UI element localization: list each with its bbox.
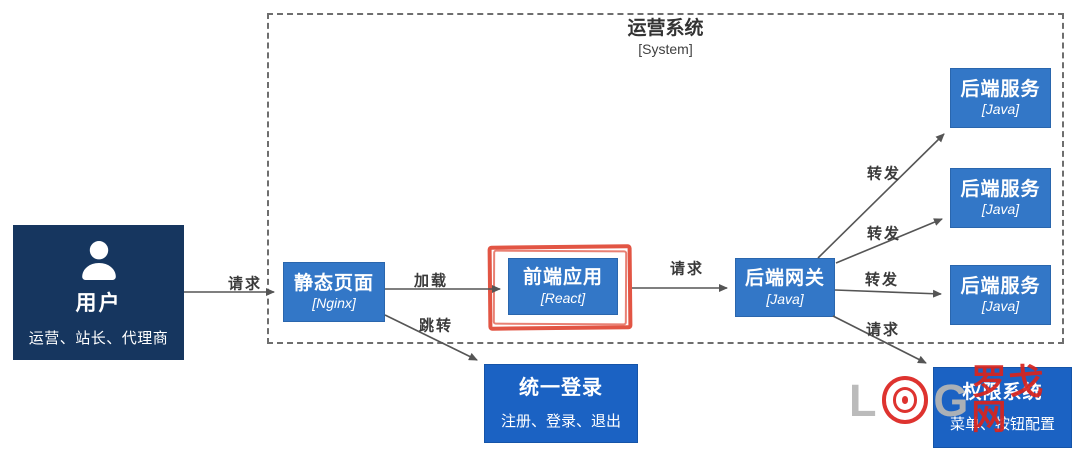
system-subtitle: [System]	[638, 40, 693, 57]
edge-label-permission-request: 请求	[865, 321, 901, 339]
node-static-page: 静态页面 [Nginx]	[283, 262, 385, 322]
node-backend-service-3-title: 后端服务	[960, 275, 1041, 297]
node-sso-login: 统一登录 注册、登录、退出	[484, 364, 638, 443]
edge-label-user-request: 请求	[227, 275, 263, 293]
edge-label-forward-3: 转发	[864, 271, 900, 289]
edge-label-load: 加载	[413, 272, 449, 290]
node-backend-service-3: 后端服务 [Java]	[950, 265, 1051, 325]
system-title: 运营系统	[627, 18, 704, 39]
system-boundary-title: 运营系统 [System]	[267, 17, 1064, 58]
node-permission-system: 权限系统 菜单、按钮配置	[933, 367, 1072, 448]
edge-label-forward-2: 转发	[866, 225, 902, 243]
edge-label-forward-1: 转发	[866, 165, 902, 183]
node-user: 用户 运营、站长、代理商	[13, 225, 184, 360]
node-backend-service-3-tech: [Java]	[981, 298, 1020, 315]
system-boundary-box	[267, 13, 1064, 344]
node-backend-service-1-title: 后端服务	[960, 78, 1041, 100]
node-backend-gateway-tech: [Java]	[766, 290, 804, 307]
node-sso-login-title: 统一登录	[519, 376, 603, 399]
node-sso-login-subtitle: 注册、登录、退出	[500, 412, 621, 430]
logo-letter-l: L	[849, 374, 877, 426]
logo-site-name: 罗戈网	[971, 363, 1046, 437]
node-static-page-title: 静态页面	[293, 272, 374, 294]
node-frontend-app: 前端应用 [React]	[508, 258, 618, 315]
node-backend-service-2-tech: [Java]	[981, 201, 1020, 218]
node-static-page-tech: [Nginx]	[312, 295, 356, 312]
edge-label-redirect: 跳转	[418, 317, 454, 335]
edge-label-frontend-request: 请求	[669, 260, 705, 278]
logo-target-icon	[880, 374, 931, 426]
node-frontend-app-title: 前端应用	[522, 267, 603, 289]
node-frontend-app-tech: [React]	[540, 289, 586, 306]
logo-letter-g: G	[933, 374, 969, 426]
node-backend-service-1: 后端服务 [Java]	[950, 68, 1051, 128]
node-backend-service-2-title: 后端服务	[960, 178, 1041, 200]
node-backend-service-2: 后端服务 [Java]	[950, 168, 1051, 228]
node-permission-system-subtitle: 菜单、按钮配置	[949, 415, 1055, 433]
user-icon	[81, 241, 116, 280]
watermark-logo: L G 罗戈网	[849, 365, 1080, 435]
node-user-title: 用户	[75, 292, 122, 315]
node-backend-gateway-title: 后端网关	[744, 268, 825, 290]
node-backend-service-1-tech: [Java]	[981, 101, 1020, 118]
node-permission-system-title: 权限系统	[962, 381, 1043, 403]
node-backend-gateway: 后端网关 [Java]	[735, 258, 835, 317]
node-user-subtitle: 运营、站长、代理商	[28, 330, 169, 347]
